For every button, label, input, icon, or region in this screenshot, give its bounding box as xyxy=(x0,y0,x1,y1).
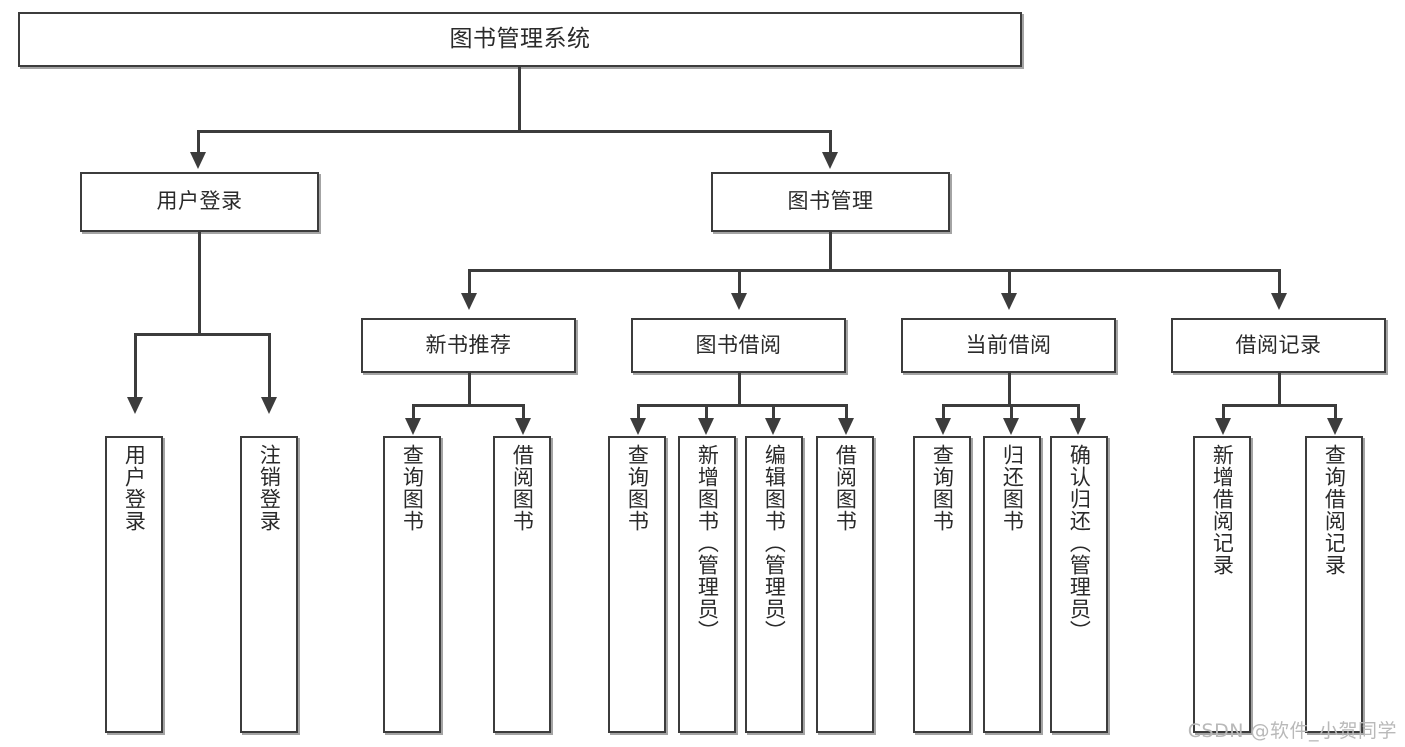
arrowhead-record-0 xyxy=(1215,418,1231,435)
connector-userlogin-bus xyxy=(134,333,270,336)
connector-record-drop-1 xyxy=(1334,404,1337,422)
arrowhead-current-0 xyxy=(935,418,951,435)
arrowhead-userlogin-0 xyxy=(127,397,143,414)
node-label: 用户登录 xyxy=(122,444,147,532)
connector-userlogin-stem xyxy=(198,232,201,336)
connector-level1-bus xyxy=(197,130,831,133)
leaf-borrow-query-book[interactable]: 查询图书 xyxy=(608,436,666,733)
arrowhead-recommend-0 xyxy=(405,418,421,435)
connector-level1-drop-0 xyxy=(197,130,200,157)
node-user-login[interactable]: 用户登录 xyxy=(80,172,319,232)
connector-level2-drop-2 xyxy=(1008,269,1011,297)
connector-current-drop-0 xyxy=(942,404,945,422)
connector-level2-drop-1 xyxy=(738,269,741,297)
leaf-recommend-query-book[interactable]: 查询图书 xyxy=(383,436,441,733)
node-label: 借阅图书 xyxy=(510,444,535,532)
node-label: 新书推荐 xyxy=(425,332,512,357)
node-label: 查询图书 xyxy=(930,444,955,532)
connector-root-stem xyxy=(518,67,521,132)
connector-level2-bus xyxy=(468,269,1280,272)
leaf-borrow-borrow-book[interactable]: 借阅图书 xyxy=(816,436,874,733)
leaf-record-add-record[interactable]: 新增借阅记录 xyxy=(1193,436,1251,733)
connector-recommend-drop-1 xyxy=(522,404,525,422)
connector-borrow-drop-0 xyxy=(637,404,640,422)
node-label: 注销登录 xyxy=(257,444,282,532)
arrowhead-userlogin-1 xyxy=(261,397,277,414)
arrowhead-level2-1 xyxy=(731,293,747,310)
node-label: 图书管理系统 xyxy=(449,25,591,52)
node-book-management-system[interactable]: 图书管理系统 xyxy=(18,12,1022,67)
arrowhead-level2-2 xyxy=(1001,293,1017,310)
connector-userlogin-drop-1 xyxy=(268,333,271,401)
arrowhead-current-2 xyxy=(1070,418,1086,435)
connector-recommend-stem xyxy=(468,373,471,407)
node-label: 借阅图书 xyxy=(833,444,858,532)
leaf-record-query-record[interactable]: 查询借阅记录 xyxy=(1305,436,1363,733)
node-label: 编辑图书（管理员） xyxy=(762,444,787,642)
node-label: 当前借阅 xyxy=(965,332,1052,357)
arrowhead-level2-0 xyxy=(461,293,477,310)
connector-current-stem xyxy=(1008,373,1011,407)
node-label: 查询借阅记录 xyxy=(1322,444,1347,576)
arrowhead-recommend-1 xyxy=(515,418,531,435)
leaf-borrow-edit-book-admin[interactable]: 编辑图书（管理员） xyxy=(745,436,803,733)
connector-level2-drop-0 xyxy=(468,269,471,297)
arrowhead-borrow-3 xyxy=(838,418,854,435)
connector-record-drop-0 xyxy=(1222,404,1225,422)
connector-current-drop-1 xyxy=(1010,404,1013,422)
node-current-borrow[interactable]: 当前借阅 xyxy=(901,318,1116,373)
leaf-recommend-borrow-book[interactable]: 借阅图书 xyxy=(493,436,551,733)
connector-recommend-drop-0 xyxy=(412,404,415,422)
arrowhead-borrow-1 xyxy=(698,418,714,435)
leaf-current-confirm-return-admin[interactable]: 确认归还（管理员） xyxy=(1050,436,1108,733)
arrowhead-record-1 xyxy=(1327,418,1343,435)
connector-level1-drop-1 xyxy=(829,130,832,157)
connector-record-stem xyxy=(1278,373,1281,407)
connector-borrow-bus xyxy=(637,404,848,407)
node-label: 用户登录 xyxy=(156,189,243,214)
connector-level2-drop-3 xyxy=(1278,269,1281,297)
node-label: 新增图书（管理员） xyxy=(695,444,720,642)
arrowhead-current-1 xyxy=(1003,418,1019,435)
leaf-current-query-book[interactable]: 查询图书 xyxy=(913,436,971,733)
arrowhead-level2-3 xyxy=(1271,293,1287,310)
connector-recommend-bus xyxy=(412,404,525,407)
connector-current-drop-2 xyxy=(1077,404,1080,422)
node-label: 借阅记录 xyxy=(1235,332,1322,357)
node-label: 查询图书 xyxy=(400,444,425,532)
connector-borrow-drop-1 xyxy=(705,404,708,422)
leaf-user-login-logout[interactable]: 注销登录 xyxy=(240,436,298,733)
leaf-borrow-add-book-admin[interactable]: 新增图书（管理员） xyxy=(678,436,736,733)
connector-borrow-drop-3 xyxy=(845,404,848,422)
arrowhead-borrow-2 xyxy=(765,418,781,435)
node-borrow-record[interactable]: 借阅记录 xyxy=(1171,318,1386,373)
connector-borrow-drop-2 xyxy=(772,404,775,422)
connector-bookmgmt-stem xyxy=(829,232,832,272)
arrowhead-level1-0 xyxy=(190,152,206,169)
arrowhead-borrow-0 xyxy=(630,418,646,435)
node-label: 新增借阅记录 xyxy=(1210,444,1235,576)
node-label: 归还图书 xyxy=(1000,444,1025,532)
leaf-current-return-book[interactable]: 归还图书 xyxy=(983,436,1041,733)
connector-borrow-stem xyxy=(738,373,741,407)
connector-userlogin-drop-0 xyxy=(134,333,137,401)
node-label: 查询图书 xyxy=(625,444,650,532)
node-book-borrow[interactable]: 图书借阅 xyxy=(631,318,846,373)
node-book-management[interactable]: 图书管理 xyxy=(711,172,950,232)
connector-record-bus xyxy=(1222,404,1337,407)
node-new-book-recommend[interactable]: 新书推荐 xyxy=(361,318,576,373)
leaf-user-login-login[interactable]: 用户登录 xyxy=(105,436,163,733)
arrowhead-level1-1 xyxy=(822,152,838,169)
node-label: 图书借阅 xyxy=(695,332,782,357)
node-label: 确认归还（管理员） xyxy=(1067,444,1092,642)
node-label: 图书管理 xyxy=(787,189,874,214)
